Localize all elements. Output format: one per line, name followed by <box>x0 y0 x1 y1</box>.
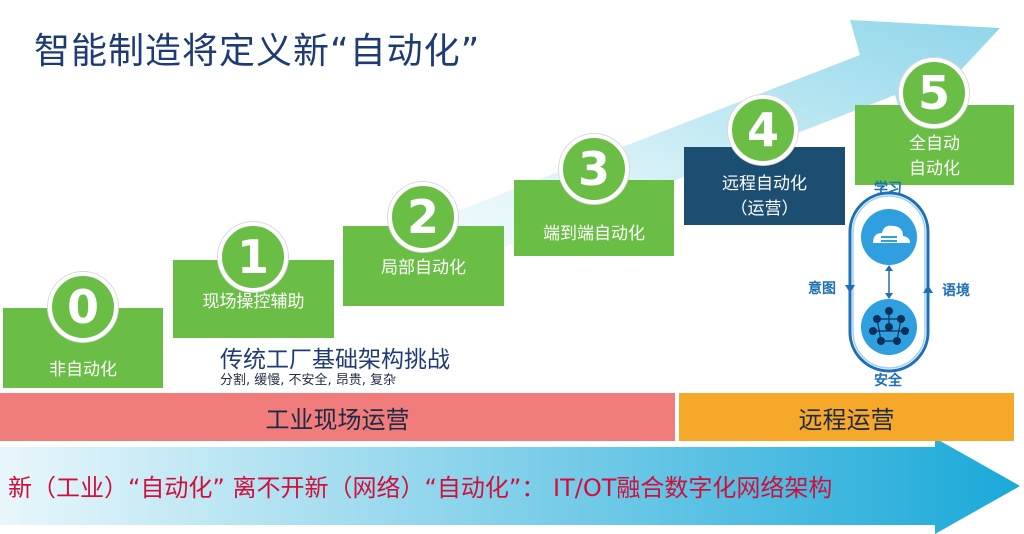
cycle-label-learn: 学习 <box>874 181 902 197</box>
remote-operations-bar: 远程运营 <box>679 393 1014 441</box>
cycle-diagram <box>845 191 933 373</box>
onsite-operations-label: 工业现场运营 <box>265 405 410 434</box>
onsite-operations-bar: 工业现场运营 <box>0 393 675 441</box>
bottom-statement: 新（工业）“自动化” 离不开新（网络）“自动化”： IT/OT融合数字化网络架构 <box>8 474 833 502</box>
cycle-label-context: 语境 <box>942 283 970 299</box>
step-5-label-sub: 自动化 <box>909 159 960 179</box>
page-title: 智能制造将定义新“自动化” <box>34 31 481 72</box>
challenge-detail: 分割, 缓慢, 不安全, 昂贵, 复杂 <box>220 373 397 388</box>
step-1-badge: 1 <box>218 222 288 292</box>
step-3-badge: 3 <box>559 134 629 204</box>
step-0-badge: 0 <box>48 272 118 342</box>
step-0-label: 非自动化 <box>49 360 117 380</box>
challenge-heading: 传统工厂基础架构挑战 <box>220 347 450 373</box>
step-5-badge: 5 <box>899 58 969 128</box>
step-1-label: 现场操控辅助 <box>202 292 305 312</box>
remote-operations-label: 远程运营 <box>798 405 895 434</box>
step-4-box: 远程自动化 （运营） <box>684 147 845 225</box>
cycle-label-intent: 意图 <box>808 281 836 297</box>
step-4-label: 远程自动化 <box>722 174 807 194</box>
step-4-badge: 4 <box>728 95 798 165</box>
step-2-badge: 2 <box>388 182 458 252</box>
cycle-label-security: 安全 <box>874 373 902 389</box>
step-2-label: 局部自动化 <box>381 258 466 278</box>
step-5-label: 全自动 <box>909 134 960 154</box>
step-3-label: 端到端自动化 <box>543 224 645 244</box>
step-4-label-sub: （运营） <box>730 199 799 219</box>
